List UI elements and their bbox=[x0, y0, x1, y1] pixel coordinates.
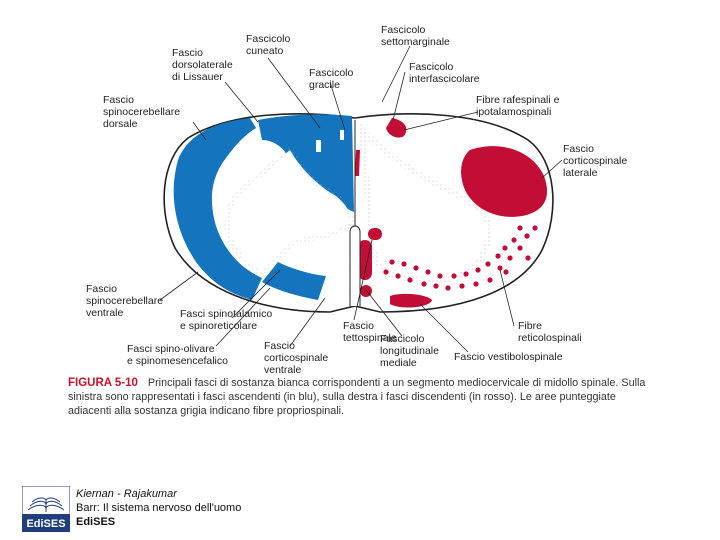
spinal-cord-figure: Fascicolo cuneato Fascio dorsolaterale d… bbox=[86, 24, 628, 376]
book-authors: Kiernan - Rajakumar bbox=[76, 488, 177, 500]
publisher-name: EdiSES bbox=[76, 516, 116, 528]
logo-text: EdiSES bbox=[26, 518, 65, 530]
book-title: Barr: Il sistema nervoso dell'uomo bbox=[76, 502, 242, 514]
dorsal-column-gap-2 bbox=[340, 130, 344, 140]
descending-tracts bbox=[355, 118, 548, 308]
dorsal-column-gap bbox=[316, 140, 321, 152]
raphespinal-tract bbox=[386, 118, 407, 138]
figure-number: FIGURA 5-10 bbox=[68, 377, 138, 389]
leader-lines bbox=[159, 45, 563, 353]
vestibulospinal-tract bbox=[390, 293, 432, 308]
label-fascicolo-longitudinale-mediale: Fascicolo longitudinale mediale bbox=[380, 333, 439, 369]
label-fascicolo-gracile: Fascicolo gracile bbox=[309, 67, 354, 91]
ventral-median-fissure bbox=[349, 225, 361, 306]
label-fascicolo-interfascicolare: Fascicolo interfascicolare bbox=[409, 61, 480, 85]
book-credits: Kiernan - Rajakumar Barr: Il sistema ner… bbox=[76, 487, 241, 529]
left-grey-matter bbox=[224, 146, 355, 278]
interfascicular-tract bbox=[355, 150, 360, 176]
label-fascio-corticospinale-laterale: Fascio corticospinale laterale bbox=[563, 143, 628, 179]
label-fasci-spinotalamico: Fasci spinotalamico e spinoreticolare bbox=[180, 308, 273, 332]
spinal-cord-diagram bbox=[159, 45, 563, 353]
label-fascio-lissauer: Fascio dorsolaterale di Lissauer bbox=[172, 47, 233, 83]
label-fascicolo-cuneato: Fascicolo cuneato bbox=[246, 33, 291, 57]
label-fascio-corticospinale-ventrale: Fascio corticospinale ventrale bbox=[264, 340, 329, 376]
label-fasci-spino-olivare: Fasci spino-olivare e spinomesencefalico bbox=[127, 343, 228, 367]
label-fascicolo-settomarginale: Fascicolo settomarginale bbox=[381, 24, 450, 48]
label-fibre-reticolospinali: Fibre reticolospinali bbox=[518, 320, 582, 344]
label-fascio-tettospinale: Fascio tettospinale bbox=[343, 320, 397, 344]
label-fibre-rafespinali: Fibre rafespinali e ipotalamospinali bbox=[476, 94, 560, 118]
edises-logo: EdiSES bbox=[21, 485, 71, 533]
label-fascio-spinocerebellare-ventrale: Fascio spinocerebellare ventrale bbox=[86, 283, 164, 319]
dorsal-columns bbox=[258, 114, 354, 212]
reticulospinal-fibers bbox=[383, 225, 538, 291]
left-lateral-tract bbox=[173, 118, 262, 300]
label-fascio-vestibolospinale: Fascio vestibolospinale bbox=[454, 351, 563, 363]
medial-longitudinal-fasciculus bbox=[358, 240, 372, 280]
tectospinal-tract bbox=[368, 228, 382, 240]
right-grey-matter bbox=[358, 121, 494, 284]
lateral-corticospinal-tract bbox=[461, 146, 548, 217]
caption-text: Principali fasci di sostanza bianca corr… bbox=[68, 377, 646, 417]
label-fascio-spinocerebellare-dorsale: Fascio spinocerebellare dorsale bbox=[103, 94, 181, 130]
